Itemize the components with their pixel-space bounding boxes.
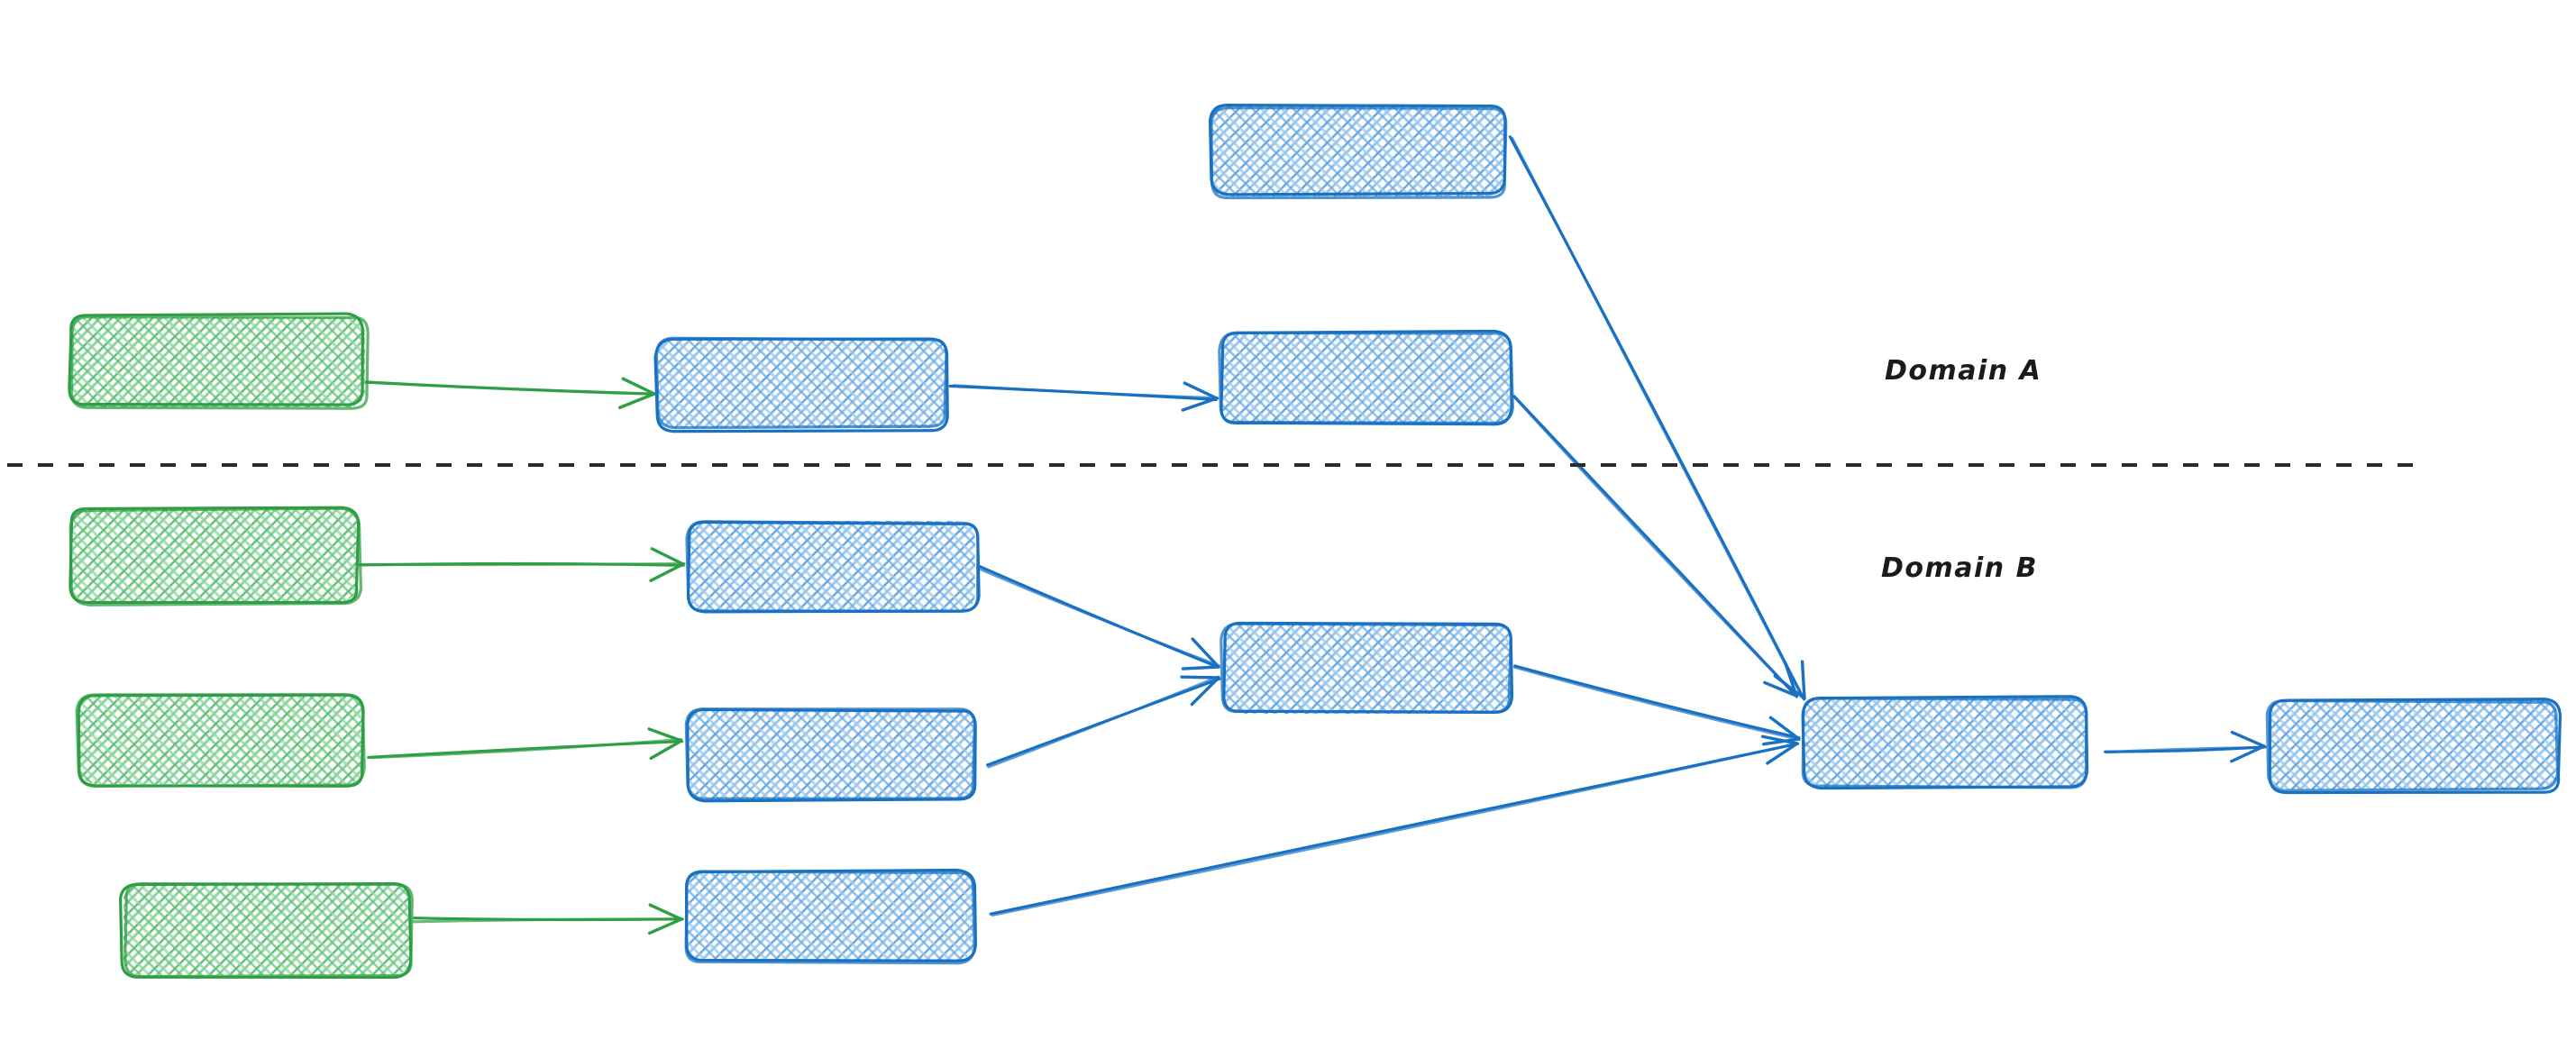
arrow-head-icon (647, 727, 683, 743)
node-outline (75, 693, 366, 789)
node-process-blue[interactable] (653, 336, 949, 433)
node-sink-blue[interactable] (2265, 698, 2562, 795)
domain-a-label: Domain A (1885, 355, 2042, 387)
node-process-blue[interactable] (685, 520, 981, 614)
node-fill-hatch (2270, 699, 2558, 789)
edge-line (1513, 664, 1801, 740)
arrow-head-icon (648, 903, 683, 921)
arrow-head-icon (1190, 676, 1220, 707)
node-fill-hatch (687, 521, 975, 611)
edge-line (412, 917, 683, 924)
edge-n-src-b2-to-n-proc-b2[interactable] (367, 727, 684, 761)
node-source-green[interactable] (68, 312, 370, 410)
edge-line (361, 380, 655, 396)
node-process-blue[interactable] (1219, 621, 1514, 715)
edge-line (357, 561, 686, 567)
arrow-head-icon (2230, 730, 2266, 748)
arrow-head-icon (650, 547, 685, 566)
node-process-blue[interactable] (1208, 103, 1508, 200)
edge-n-src-b3-to-n-proc-b3[interactable] (412, 903, 684, 935)
arrow-head-icon (1181, 397, 1219, 412)
arrow-head-icon (647, 917, 683, 935)
node-fill-hatch (1221, 333, 1510, 424)
nodes-layer (68, 103, 2562, 980)
arrow-head-icon (2230, 744, 2266, 763)
arrow-head-icon (1183, 381, 1219, 400)
edge-n-src-a1-to-n-proc-a1[interactable] (361, 377, 657, 409)
edge-n-proc-b1-to-n-merge-b[interactable] (975, 564, 1220, 670)
node-fill-hatch (1223, 624, 1512, 714)
arrow-head-icon (1763, 680, 1798, 698)
edge-n-proc-b2-to-n-merge-b[interactable] (985, 675, 1221, 769)
edge-line (952, 384, 1219, 400)
node-source-green[interactable] (75, 693, 366, 789)
edge-n-proc-a1-to-n-proc-a2[interactable] (948, 381, 1219, 412)
node-hub-blue[interactable] (1801, 695, 2089, 790)
node-outline (119, 882, 413, 980)
arrow-head-icon (1191, 637, 1220, 669)
node-fill-hatch (70, 509, 358, 601)
node-process-blue[interactable] (1218, 329, 1514, 426)
node-outline (684, 870, 976, 965)
edge-line (2105, 745, 2265, 754)
edge-line (1511, 136, 1805, 700)
arrow-head-icon (1760, 734, 1799, 745)
edges-layer (357, 135, 2267, 935)
node-outline (684, 707, 976, 800)
node-fill-hatch (1803, 698, 2087, 789)
edge-line (369, 738, 682, 760)
edge-line (987, 675, 1220, 769)
node-outline (123, 882, 414, 979)
node-outline (1801, 697, 2088, 789)
node-outline (1219, 622, 1512, 714)
arrow-head-icon (1181, 665, 1220, 670)
arrow-head-icon (1768, 716, 1801, 741)
arrow-head-icon (649, 739, 683, 761)
arrow-head-icon (617, 392, 656, 409)
edge-n-merge-b-to-n-hub[interactable] (1512, 664, 1801, 746)
domain-b-label: Domain B (1881, 552, 2038, 584)
edge-n-proc-a3-to-n-hub[interactable] (1508, 135, 1806, 701)
node-process-blue[interactable] (684, 707, 977, 803)
arrow-head-icon (1800, 660, 1806, 700)
edge-n-hub-to-n-sink[interactable] (2104, 730, 2267, 763)
node-outline (2268, 698, 2562, 795)
arrow-head-icon (1766, 742, 1799, 765)
arrow-head-icon (1180, 675, 1220, 680)
edge-line (975, 566, 1220, 668)
edge-n-src-b1-to-n-proc-b1[interactable] (357, 547, 686, 582)
node-fill-hatch (687, 710, 975, 800)
edge-line (1513, 396, 1798, 698)
node-outline (654, 336, 948, 430)
node-outline (1218, 331, 1514, 424)
arrow-head-icon (621, 377, 656, 396)
node-fill-hatch (658, 338, 946, 428)
edge-n-proc-a2-to-n-hub[interactable] (1512, 395, 1799, 698)
node-fill-hatch (79, 694, 362, 784)
node-fill-hatch (685, 871, 973, 961)
edge-line (991, 742, 1798, 917)
arrow-head-icon (1783, 661, 1798, 698)
node-outline (69, 506, 363, 607)
node-fill-hatch (1210, 106, 1504, 196)
node-outline (68, 312, 364, 406)
node-outline (69, 315, 370, 410)
node-fill-hatch (70, 317, 365, 407)
node-outline (2265, 698, 2560, 792)
edge-line (1512, 665, 1800, 741)
edge-n-proc-b3-to-n-hub[interactable] (989, 734, 1800, 917)
node-process-blue[interactable] (684, 868, 978, 965)
node-fill-hatch (123, 883, 410, 975)
node-source-green[interactable] (119, 882, 414, 980)
node-outline (685, 520, 980, 613)
node-outline (1210, 105, 1508, 200)
node-source-green[interactable] (69, 506, 363, 607)
arrow-head-icon (649, 562, 685, 582)
